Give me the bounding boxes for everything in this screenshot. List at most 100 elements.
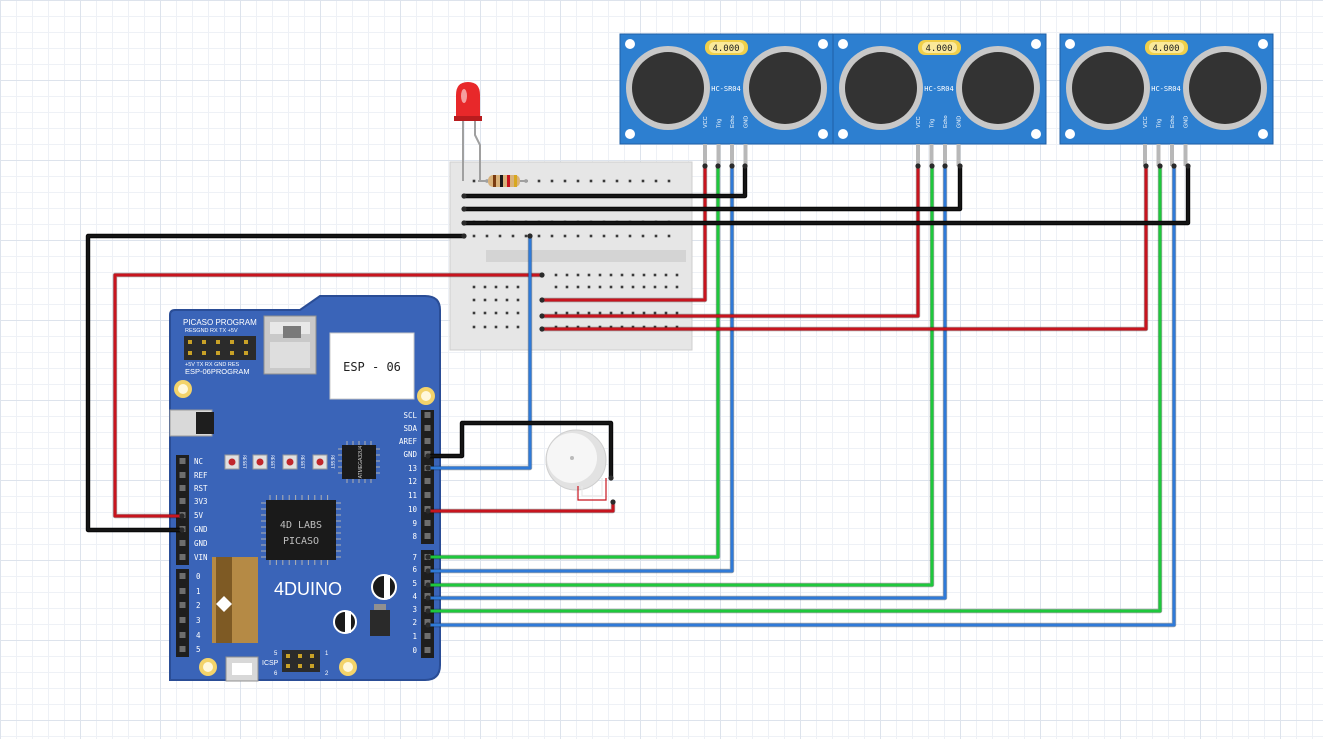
breadboard-hole [664, 285, 668, 289]
digital-pin-label: AREF [399, 437, 418, 446]
wire-end [702, 163, 708, 169]
red-led [454, 82, 482, 181]
wire-end [539, 297, 545, 303]
wire-end [1143, 163, 1149, 169]
breadboard-hole [631, 325, 635, 329]
breadboard-hole [494, 298, 498, 302]
sensor-mount-hole [1031, 129, 1041, 139]
breadboard-hole [653, 325, 657, 329]
wire-end [942, 163, 948, 169]
header-pin [424, 520, 431, 526]
breadboard-hole [483, 311, 487, 315]
sensor-pin-label: Trig [930, 119, 936, 128]
breadboard-hole [587, 285, 591, 289]
reset-button-cap [256, 458, 264, 466]
sensor-mount-hole [625, 39, 635, 49]
sensor-pin [743, 144, 748, 166]
wire-s2-vcc [540, 164, 920, 318]
picaso-program-label: PICASO PROGRAM [183, 318, 257, 327]
power-pin-label: 5V [194, 511, 204, 520]
header-pin [179, 540, 186, 546]
reset-label: RESET [269, 455, 275, 469]
breadboard-hole [675, 311, 679, 315]
wire-s2-trig [426, 164, 934, 587]
wire-end [1185, 163, 1191, 169]
header-pin [179, 573, 186, 579]
digital-pin-label: 8 [412, 532, 417, 541]
digital-pin-label: 5 [412, 579, 417, 588]
crystal-label: 4.000 [925, 44, 952, 54]
capacitor-1 [371, 574, 397, 600]
wire-end [425, 465, 431, 471]
breadboard-hole [664, 325, 668, 329]
sensor-pin-label: Trig [1157, 119, 1163, 128]
breadboard-hole [472, 234, 476, 238]
header-pin [179, 646, 186, 652]
wire-end [425, 508, 431, 514]
wire-end [1157, 163, 1163, 169]
reset-label: RESET [241, 455, 247, 469]
icsp-pin-1: 1 [325, 651, 329, 657]
wire-end [425, 608, 431, 614]
display-connector [212, 557, 258, 643]
sensor-pin [929, 144, 934, 166]
reset-label: RESET [299, 455, 305, 469]
reset-button-cap [228, 458, 236, 466]
crystal-face [922, 42, 957, 53]
wire-end [461, 220, 467, 226]
breadboard-hole [550, 234, 554, 238]
chip-line-1: 4D LABS [280, 520, 322, 531]
breadboard-hole [505, 285, 509, 289]
digital-pin-label: 13 [408, 464, 417, 473]
breadboard-hole [587, 273, 591, 277]
wire-end [425, 453, 431, 459]
analog-header [176, 569, 189, 657]
breadboard-hole [653, 273, 657, 277]
breadboard-hole [505, 298, 509, 302]
wire-s3-echo [426, 164, 1176, 627]
sensor-mount-hole [1065, 39, 1075, 49]
breadboard-hole [609, 285, 613, 289]
wire-s2-echo [426, 164, 947, 600]
header-pin [424, 412, 431, 418]
icsp-header: ICSP 5 1 6 2 [262, 650, 329, 677]
breadboard-hole [516, 285, 520, 289]
breadboard-hole [642, 273, 646, 277]
breadboard-hole [641, 179, 645, 183]
breadboard-hole [667, 234, 671, 238]
analog-pin-label: 1 [196, 587, 201, 596]
breadboard-hole [589, 179, 593, 183]
wire-end [742, 163, 748, 169]
breadboard-hole [615, 179, 619, 183]
breadboard-hole [565, 325, 569, 329]
piezo-buzzer [545, 429, 607, 501]
esp-module-label: ESP - 06 [343, 360, 401, 374]
wire-board-gnd [86, 234, 466, 532]
breadboard-hole [494, 285, 498, 289]
breadboard-hole [472, 179, 476, 183]
header-pin [179, 485, 186, 491]
voltage-regulator [370, 604, 390, 636]
breadboard-hole [576, 285, 580, 289]
transducer [749, 52, 821, 124]
breadboard-hole [516, 298, 520, 302]
breadboard-hole [631, 273, 635, 277]
wire-end [425, 568, 431, 574]
digital-pin-label: SDA [403, 424, 417, 433]
wire-end [608, 475, 614, 481]
header-pin [179, 632, 186, 638]
breadboard-hole [653, 311, 657, 315]
breadboard-hole [631, 311, 635, 315]
breadboard-hole [494, 311, 498, 315]
icsp-pin-5: 5 [274, 651, 278, 657]
breadboard-hole [653, 285, 657, 289]
power-pin-label: REF [194, 471, 208, 480]
wire-end [715, 163, 721, 169]
analog-pin-label: 5 [196, 645, 201, 654]
sensor-pin-label: GND [744, 116, 750, 128]
breadboard-hole [631, 285, 635, 289]
breadboard-hole [602, 179, 606, 183]
wire-end [425, 582, 431, 588]
